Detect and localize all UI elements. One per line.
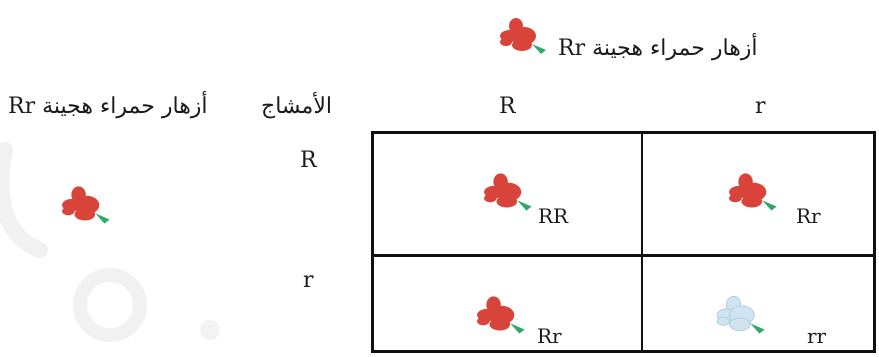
top-allele-r: r bbox=[755, 94, 766, 119]
punnett-square: RR Rr Rr rr bbox=[371, 131, 876, 353]
cell-genotype: Rr bbox=[537, 324, 562, 348]
red-flower-icon bbox=[62, 186, 110, 224]
white-flower-icon bbox=[716, 296, 765, 334]
grid-divider-horizontal bbox=[374, 254, 873, 257]
gametes-label: الأمشاج bbox=[261, 94, 332, 119]
grid-divider-vertical bbox=[641, 134, 643, 350]
cell-genotype: rr bbox=[807, 324, 827, 348]
parent-left-label: أزهار حمراء هجينة Rr bbox=[8, 94, 208, 119]
red-flower-icon bbox=[477, 296, 525, 334]
left-allele-R: R bbox=[300, 148, 317, 173]
red-flower-icon bbox=[729, 173, 777, 211]
parent-top-label: أزهار حمراء هجينة Rr bbox=[558, 36, 758, 61]
top-allele-R: R bbox=[499, 94, 516, 119]
red-flower-icon bbox=[500, 18, 546, 54]
left-allele-r: r bbox=[303, 268, 314, 293]
cell-genotype: RR bbox=[538, 204, 569, 228]
cell-genotype: Rr bbox=[796, 204, 821, 228]
red-flower-icon bbox=[484, 173, 532, 211]
